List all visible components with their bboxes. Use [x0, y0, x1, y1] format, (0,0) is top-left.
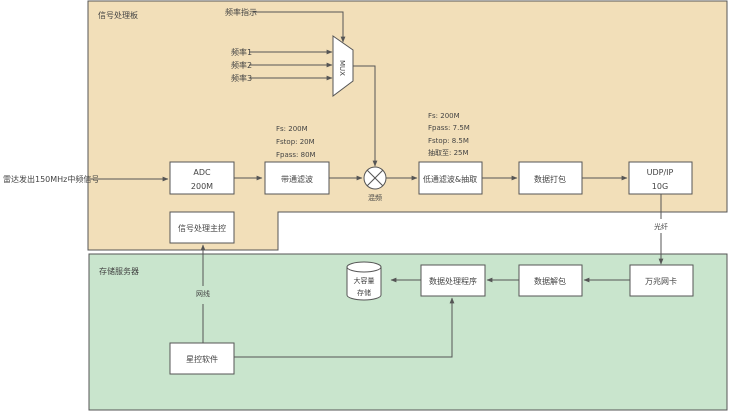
- nic-label: 万兆网卡: [645, 276, 677, 286]
- storage-db-label-1: 大容量: [354, 276, 375, 285]
- storage-db-label-2: 存储: [357, 288, 371, 297]
- bandpass-param-2: Fstop: 20M: [276, 138, 315, 146]
- controller-label: 信号处理主控: [178, 223, 226, 233]
- freq2-label: 频率2: [231, 60, 252, 70]
- adc-block: [169, 161, 235, 195]
- processor-block: [420, 264, 486, 297]
- mixer-label: 混频: [368, 193, 382, 202]
- lowpass-param-2: Fpass: 7.5M: [428, 124, 470, 132]
- bandpass-label: 带通滤波: [281, 174, 313, 184]
- lowpass-param-3: Fstop: 8.5M: [428, 137, 469, 145]
- pack-block: [518, 161, 583, 195]
- signal-board-title: 信号处理板: [98, 10, 138, 20]
- unpack-label: 数据解包: [534, 276, 566, 286]
- freq3-label: 频率3: [231, 73, 252, 83]
- controller-block: [169, 211, 235, 244]
- storage-db-icon: [346, 261, 382, 301]
- storage-server-title: 存储服务器: [99, 266, 139, 276]
- bandpass-param-1: Fs: 200M: [276, 125, 308, 133]
- lowpass-param-4: 抽取至: 25M: [428, 148, 469, 157]
- freq-indicator-arrow: [253, 11, 346, 43]
- processor-label: 数据处理程序: [429, 276, 477, 286]
- control-software-label: 星控软件: [186, 354, 218, 364]
- network-label: 网线: [196, 289, 210, 298]
- freq1-label: 频率1: [231, 47, 252, 57]
- mux-to-mixer-arrow: [353, 65, 378, 167]
- lowpass-label: 低通滤波&抽取: [423, 174, 477, 184]
- mux-label: MUX: [338, 60, 346, 76]
- adc-label-2: 200M: [191, 182, 213, 191]
- udp-block: [628, 161, 693, 195]
- udp-label-1: UDP/IP: [647, 168, 674, 177]
- udp-label-2: 10G: [652, 182, 668, 191]
- unpack-block: [518, 264, 583, 297]
- bandpass-param-3: Fpass: 80M: [276, 151, 316, 159]
- control-software-block: [169, 342, 235, 375]
- mixer-symbol: [363, 166, 387, 190]
- pack-label: 数据打包: [534, 174, 566, 184]
- mux-block: [332, 35, 354, 97]
- lowpass-param-1: Fs: 200M: [428, 112, 460, 120]
- radar-input-label: 雷达发出150MHz中频信号: [3, 174, 99, 184]
- fiber-label: 光纤: [654, 222, 668, 231]
- control-to-processor-arrow: [234, 297, 455, 358]
- nic-block: [629, 264, 694, 297]
- adc-label-1: ADC: [193, 168, 211, 177]
- freq-indicator-label: 频率指示: [225, 7, 257, 17]
- lowpass-block: [418, 161, 483, 195]
